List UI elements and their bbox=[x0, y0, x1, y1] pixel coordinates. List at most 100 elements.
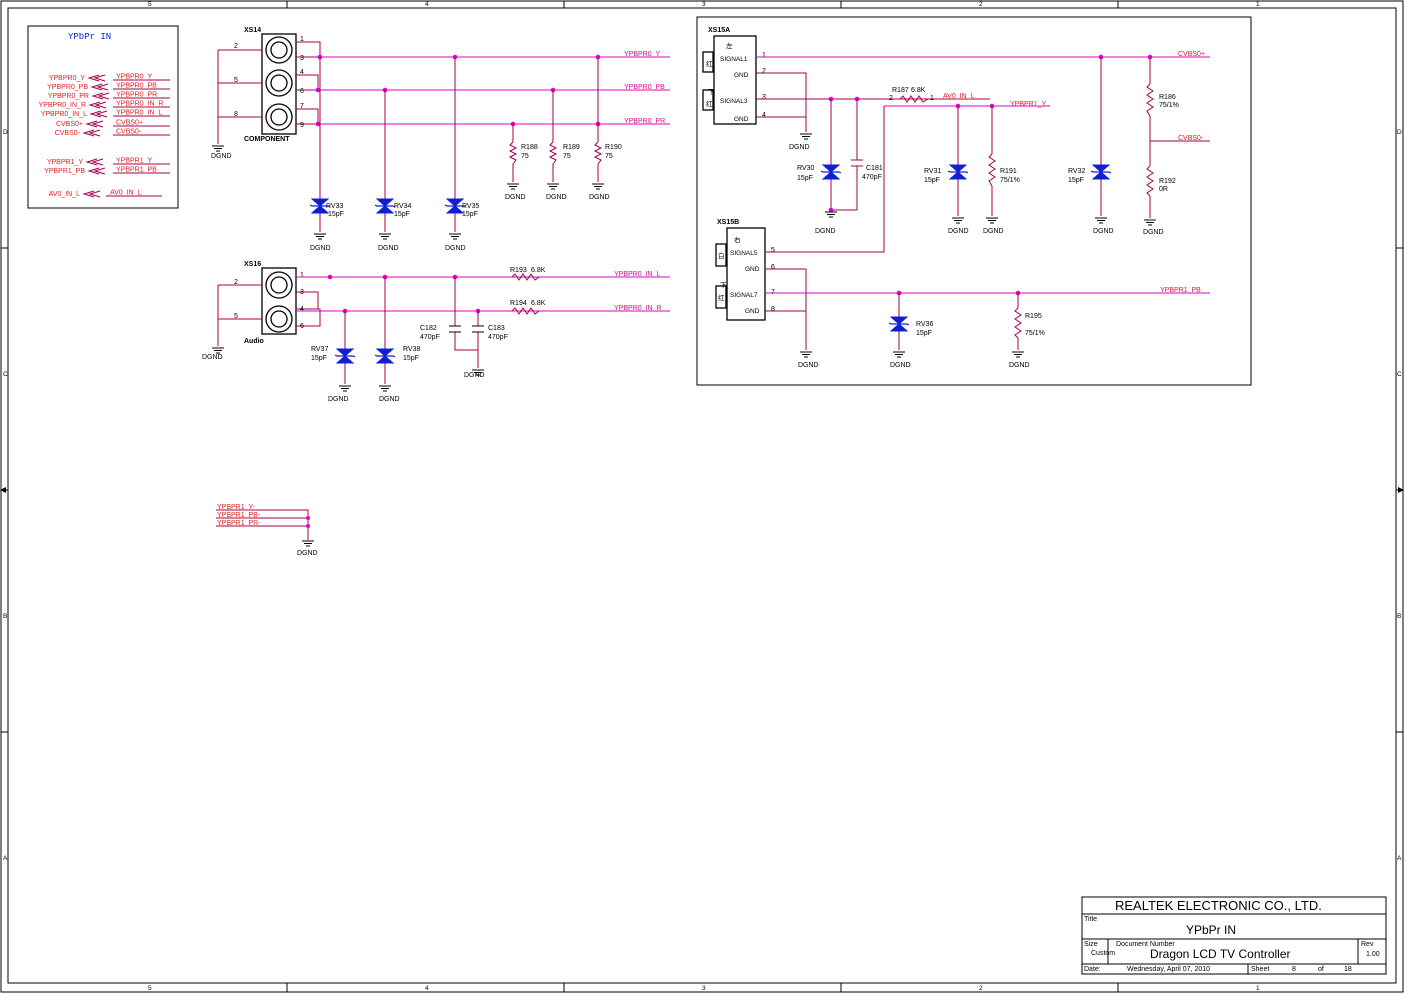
c183-val: 470pF bbox=[488, 334, 508, 341]
legend-port-name: CVBS0- bbox=[55, 130, 81, 137]
rv37-val: 15pF bbox=[311, 355, 327, 362]
rv33-val: 15pF bbox=[328, 211, 344, 218]
row-label: A bbox=[3, 855, 8, 862]
rv38-ref: RV38 bbox=[403, 346, 420, 353]
r189-ref: R189 bbox=[563, 144, 580, 151]
legend-port-name: YPBPR0_PR bbox=[48, 93, 89, 100]
company-name: REALTEK ELECTRONIC CO., LTD. bbox=[1115, 898, 1322, 913]
pin-label: 6 bbox=[300, 88, 304, 95]
pin-label: 7 bbox=[300, 103, 304, 110]
legend-arrow bbox=[91, 92, 110, 100]
gnd-label: DGND bbox=[890, 362, 911, 369]
pin-label: 5 bbox=[234, 77, 238, 84]
gnd-label: DGND bbox=[546, 194, 567, 201]
col-label: 1 bbox=[1256, 985, 1260, 992]
gnd-label: DGND bbox=[789, 144, 810, 151]
r190-ref: R190 bbox=[605, 144, 622, 151]
r190-val: 75 bbox=[605, 153, 613, 160]
legend-net-label: CVBS0- bbox=[116, 129, 142, 136]
pin-label: 4 bbox=[300, 69, 304, 76]
rv38-val: 15pF bbox=[403, 355, 419, 362]
svg-text:6: 6 bbox=[771, 264, 775, 271]
connector-xs14: XS14 COMPONENT 1 2 3 4 5 6 7 8 9 DGND bbox=[211, 27, 321, 160]
connector-xs15b: XS15B 右 白 下 红 SIGNAL5 GND SIGNAL7 GND 56… bbox=[715, 219, 1210, 369]
sheet-number: 8 bbox=[1292, 966, 1296, 973]
rv36-val: 15pF bbox=[916, 330, 932, 337]
gnd-label: DGND bbox=[328, 396, 349, 403]
rev-value: 1.00 bbox=[1366, 951, 1380, 958]
legend-net-label: CVBS0+ bbox=[116, 120, 143, 127]
gnd-label: DGND bbox=[798, 362, 819, 369]
r194-ref: R194 bbox=[510, 300, 527, 307]
rv30-ref: RV30 bbox=[797, 165, 814, 172]
r191-ref: R191 bbox=[1000, 168, 1017, 175]
net-ypbpr0-pr: YPBPR0_PR bbox=[624, 118, 665, 125]
r193-val: 6.8K bbox=[531, 267, 546, 274]
row-label: B bbox=[1397, 613, 1401, 620]
svg-text:3: 3 bbox=[762, 94, 766, 101]
net-ypbpr1-pb: YPBPR1_PB bbox=[1160, 287, 1201, 294]
legend-port-name: YPBPR1_Y bbox=[47, 159, 84, 166]
net-cvbs0p: CVBS0+ bbox=[1178, 51, 1205, 58]
row-label: D bbox=[1397, 129, 1402, 136]
legend-arrow bbox=[87, 167, 106, 175]
ypbpr1-pb-section: YPBPR1_PB RV36 15pF R195 75/1% DGND DGND bbox=[765, 287, 1210, 369]
col-label: 2 bbox=[979, 1, 983, 8]
docnum-label: Document Number bbox=[1116, 941, 1175, 948]
pin-label: 3 bbox=[300, 289, 304, 296]
col-label: 1 bbox=[1256, 1, 1260, 8]
legend-port-name: AV0_IN_L bbox=[49, 191, 80, 198]
gnd-label: DGND bbox=[815, 228, 836, 235]
svg-text:1: 1 bbox=[930, 95, 934, 102]
legend-arrow bbox=[87, 74, 106, 82]
gnd-label: DGND bbox=[211, 153, 232, 160]
c181-ref: C181 bbox=[866, 165, 883, 172]
col-label: 5 bbox=[148, 985, 152, 992]
pin-label: 4 bbox=[300, 306, 304, 313]
row-label: C bbox=[1397, 371, 1402, 378]
connector-xs16: XS16 Audio 1 2 3 4 5 6 DGND RV37 15pF RV… bbox=[202, 261, 670, 403]
xs15a-ch1: 左 bbox=[726, 41, 733, 50]
xs15b-ch1: 右 bbox=[734, 235, 741, 244]
legend-arrow bbox=[82, 190, 101, 198]
xs14-ref: XS14 bbox=[244, 27, 261, 34]
pin-label: 2 bbox=[234, 279, 238, 286]
legend-net-label: YPBPR0_IN_L bbox=[116, 110, 162, 117]
legend-net-label: YPBPR1_PB bbox=[116, 167, 157, 174]
net-ypbpr0-pb: YPBPR0_PB bbox=[624, 84, 665, 91]
legend-port-name: YPBPR0_PB bbox=[47, 84, 88, 91]
title-label: Title bbox=[1084, 916, 1097, 923]
xs15a-sig1: SIGNAL1 bbox=[720, 56, 748, 63]
c182-ref: C182 bbox=[420, 325, 437, 332]
sheet-total: 18 bbox=[1344, 966, 1352, 973]
gnd-label: DGND bbox=[1143, 229, 1164, 236]
xs15a-ref: XS15A bbox=[708, 27, 730, 34]
ypbpr1-tieoff: YPBPR1_Y- YPBPR1_PB- YPBPR1_PR- DGND bbox=[216, 504, 318, 557]
r188-ref: R188 bbox=[521, 144, 538, 151]
legend-net-label: AV0_IN_L bbox=[110, 190, 141, 197]
legend-arrow bbox=[90, 83, 109, 91]
r189-val: 75 bbox=[563, 153, 571, 160]
pin-label: 9 bbox=[300, 122, 304, 129]
row-label: D bbox=[3, 129, 8, 136]
rv35-val: 15pF bbox=[462, 211, 478, 218]
xs16-label: Audio bbox=[244, 338, 264, 345]
c182-val: 470pF bbox=[420, 334, 440, 341]
net-ypbpr0-in-r: YPBPR0_IN_R bbox=[614, 305, 661, 312]
xs15a-ch2: 下 bbox=[708, 88, 715, 96]
xs15b-tag1: 白 bbox=[718, 251, 725, 260]
legend-arrow bbox=[89, 110, 108, 118]
date-value: Wednesday, April 07, 2010 bbox=[1127, 966, 1210, 973]
legend-arrow bbox=[85, 120, 104, 128]
legend-port-name: YPBPR0_IN_L bbox=[41, 111, 87, 118]
legend-port-name: CVBS0+ bbox=[56, 121, 83, 128]
col-label: 4 bbox=[425, 1, 429, 8]
legend-net-label: YPBPR1_Y bbox=[116, 158, 153, 165]
title-block: REALTEK ELECTRONIC CO., LTD. Title YPbPr… bbox=[1081, 896, 1387, 975]
rv37-ref: RV37 bbox=[311, 346, 328, 353]
size-value: Custom bbox=[1091, 950, 1115, 957]
row-label: C bbox=[3, 371, 8, 378]
